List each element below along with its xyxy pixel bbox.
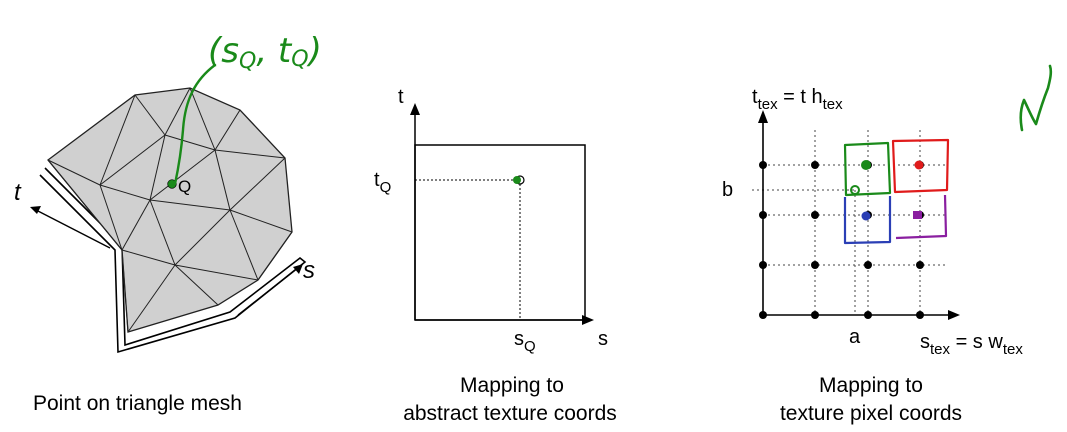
mesh-edges (47, 87, 293, 333)
abstract-unit-square (414, 144, 586, 321)
abstract-s-label: s (598, 328, 608, 350)
handwritten-close: ) (306, 31, 322, 71)
handwritten-open-s: (s (208, 31, 239, 71)
handwritten-coord-annotation: (sQ, tQ) (168, 31, 322, 188)
mesh-panel: t s Q Point on triangle mesh (14, 87, 315, 415)
handwritten-comma-t: , t (256, 31, 293, 71)
pixel-grid-lines (752, 130, 945, 315)
abstract-caption-line1: Mapping to (460, 374, 564, 397)
abstract-tq-label: tQ (374, 169, 391, 196)
pixel-s-arrowhead (948, 310, 960, 320)
handwritten-sub-t: Q (291, 47, 308, 72)
purple-pixel-box (895, 194, 948, 240)
mesh-t-label: t (14, 179, 22, 206)
pixel-caption-line2: texture pixel coords (780, 402, 962, 425)
handwritten-leader-line (173, 63, 217, 186)
handwritten-coord-text: (sQ, tQ) (208, 31, 322, 74)
abstract-caption-line2: abstract texture coords (403, 402, 617, 425)
pixel-sample-dots (759, 161, 924, 319)
mesh-s-label: s (303, 257, 315, 284)
pixel-caption-line1: Mapping to (819, 374, 923, 397)
pixel-panel: ttex = t htex stex = s wtex a b Mapping … (722, 86, 1023, 425)
handwritten-sub-s: Q (239, 49, 256, 74)
pixel-dot-purple (913, 211, 922, 219)
pixel-s-eq-sub: tex (1003, 341, 1024, 358)
pixel-b-label: b (722, 179, 733, 201)
abstract-t-arrowhead (410, 103, 420, 115)
mesh-t-axis-arrow (35, 209, 111, 249)
pixel-t-sub: tex (758, 96, 779, 113)
mesh-s-axis-arrow (237, 267, 299, 316)
pixel-t-arrowhead (758, 110, 768, 123)
pixel-s-eq: = s w (950, 331, 1003, 353)
pixel-dot-red (914, 160, 924, 170)
pixel-s-sub: tex (930, 341, 951, 358)
pixel-dot-blue (861, 211, 871, 221)
mesh-point-q-label: Q (178, 177, 191, 196)
pixel-s-main: s (920, 331, 930, 353)
abstract-tq-sub: Q (380, 179, 392, 196)
green-pixel-box (843, 141, 892, 197)
mesh-frame-outline (39, 167, 307, 354)
pixel-t-label: ttex = t htex (752, 86, 843, 113)
pixel-t-main: t (752, 86, 758, 108)
mesh-caption: Point on triangle mesh (33, 392, 242, 415)
abstract-point-q-mark (513, 176, 521, 184)
pixel-a-label: a (849, 326, 861, 348)
pixel-dot-green (861, 160, 871, 170)
pixel-s-label: stex = s wtex (920, 331, 1023, 358)
abstract-tq-main: t (374, 169, 380, 191)
blue-pixel-box (843, 196, 892, 245)
abstract-t-label: t (398, 86, 404, 108)
handwritten-q-dot (168, 180, 176, 188)
pixel-t-eq-sub: tex (823, 96, 844, 113)
mesh-s-arrowhead (293, 264, 303, 274)
abstract-sq-sub: Q (524, 338, 536, 355)
abstract-sq-label: sQ (514, 328, 536, 355)
handwritten-scribble (1019, 64, 1053, 132)
red-pixel-box (891, 138, 950, 194)
mesh-t-arrowhead (30, 206, 41, 214)
pixel-t-eq: = t h (778, 86, 823, 108)
abstract-panel: t s tQ sQ Mapping to abstract texture co… (374, 86, 617, 425)
abstract-sq-main: s (514, 328, 524, 350)
